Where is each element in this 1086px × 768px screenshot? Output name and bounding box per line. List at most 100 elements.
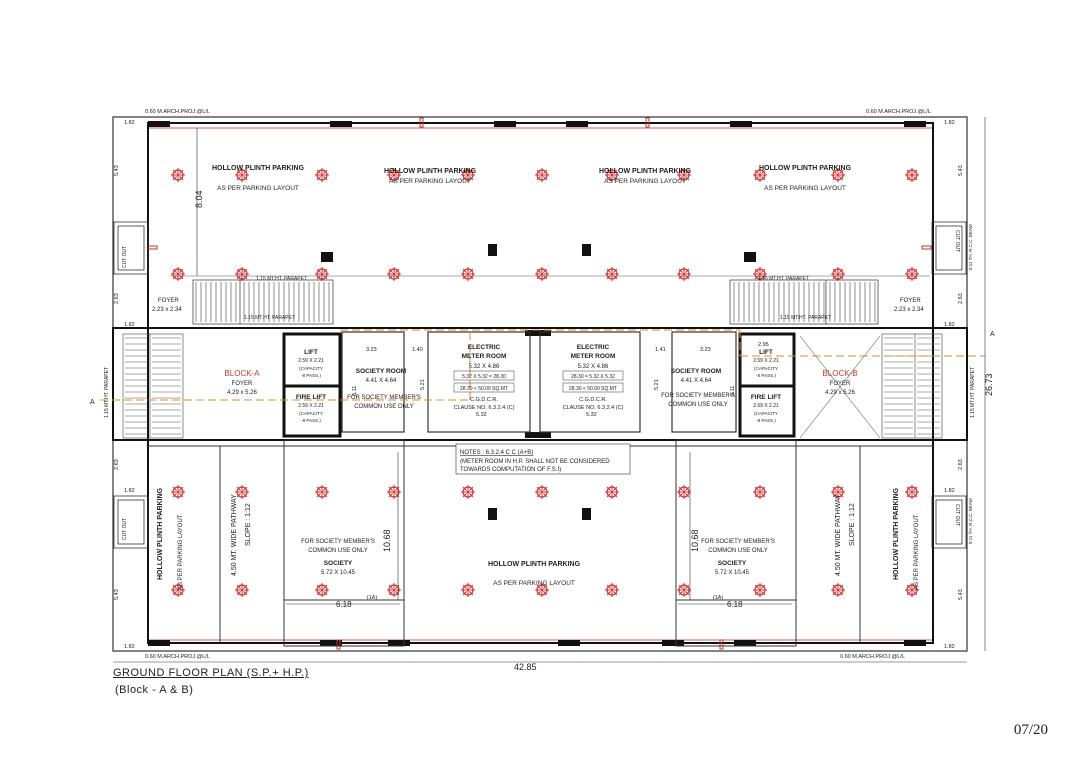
cutout-label: CUT OUT xyxy=(954,230,960,252)
column-marker xyxy=(171,485,185,499)
room-dim: 5.21 xyxy=(654,379,660,390)
edge-dim: 1.82 xyxy=(124,644,135,650)
parking-note: AS PER PARKING LAYOUT xyxy=(604,178,686,185)
room-dim: 5.21 xyxy=(420,379,426,390)
parking-note: AS PER PARKING LAYOUT xyxy=(493,580,575,587)
block-a-stair-treads xyxy=(125,337,181,435)
parapet-label: 1.15 MT.HT. PARAPET xyxy=(256,276,307,282)
meter-clause: CLAUSE NO. 6.3.2.4 (C) xyxy=(563,405,624,411)
column-marker xyxy=(831,485,845,499)
edge-dim: 1.82 xyxy=(124,120,135,126)
meter-rule: C.G.D.C.R. xyxy=(579,397,607,403)
block-b-cross xyxy=(799,335,881,439)
column-marker xyxy=(677,168,691,182)
column-marker xyxy=(535,168,549,182)
stair-treads-left xyxy=(195,282,330,322)
lift-size: 2.59 X 2.21 xyxy=(753,358,779,364)
lift-capacity: (CAPACITY xyxy=(299,366,323,371)
dimension-lines xyxy=(113,117,986,663)
block-a-label: BLOCK-A xyxy=(224,369,260,378)
edge-dim: 1.82 xyxy=(944,488,955,494)
room-dim: 5.32 xyxy=(476,412,487,418)
lift-label: LIFT xyxy=(304,349,318,356)
parking-label: HOLLOW PLINTH PARKING xyxy=(488,561,581,568)
column-marker xyxy=(753,485,767,499)
society-tag: (1A) xyxy=(367,595,378,601)
column-marker xyxy=(171,583,185,597)
lift-capacity: (CAPACITY xyxy=(754,366,778,371)
notes-box xyxy=(455,443,631,475)
column-marker xyxy=(905,267,919,281)
column-marker xyxy=(171,168,185,182)
society-room-label: SOCIETY ROOM xyxy=(356,368,406,375)
lift-pass: -8 PASS.) xyxy=(301,418,321,423)
column-marker xyxy=(171,267,185,281)
page-number: 07/20 xyxy=(1013,722,1048,738)
column-marker xyxy=(677,267,691,281)
society-room-label: SOCIETY ROOM xyxy=(671,368,721,375)
cutout-label: CUT OUT xyxy=(122,246,128,268)
column-marker xyxy=(315,168,329,182)
edge-dim: 5.43 xyxy=(958,589,964,600)
notes-line: (METER ROOM IN H.P. SHALL NOT BE CONSIDE… xyxy=(460,459,610,465)
society-room-use: FOR SOCIETY MEMBER'S xyxy=(661,393,735,399)
edge-dim: 1.82 xyxy=(124,488,135,494)
stair-left-upper xyxy=(192,279,334,325)
top-columns xyxy=(148,121,926,646)
column-marker xyxy=(905,583,919,597)
core-block xyxy=(112,327,968,441)
society-label: SOCIETY xyxy=(718,560,747,567)
edge-dim: 5.43 xyxy=(114,165,120,176)
column-marker xyxy=(535,485,549,499)
meter-room-label: ELECTRIC xyxy=(468,344,501,351)
calc-box xyxy=(453,370,515,381)
meter-room-label: ELECTRIC xyxy=(577,344,610,351)
society-room-size: 4.41 X 4.64 xyxy=(366,378,397,384)
fire-lift-label: FIRE LIFT xyxy=(296,394,326,401)
room-dim: 1.40 xyxy=(412,347,423,353)
society-room-use: COMMON USE ONLY xyxy=(354,404,414,410)
cut-outs xyxy=(113,221,967,549)
parking-columns xyxy=(171,168,919,597)
foyer-size: 2.23 x 2.34 xyxy=(894,307,924,313)
society-use: COMMON USE ONLY xyxy=(308,548,368,554)
column-marker xyxy=(461,485,475,499)
beam-label: 0.11 TH. R.C.C. BEAM xyxy=(968,224,973,270)
society-tag: (1A) xyxy=(713,595,724,601)
parapet-label: 1.15 MT.HT. PARAPET xyxy=(780,315,831,321)
parking-label: HOLLOW PLINTH PARKING xyxy=(759,165,852,172)
column-marker xyxy=(235,267,249,281)
cutout-label: CUT OUT xyxy=(122,518,128,540)
stair-treads-right xyxy=(733,282,876,322)
column-marker xyxy=(753,168,767,182)
drawing-title: GROUND FLOOR PLAN (S.P.+ H.P.) xyxy=(113,667,309,679)
core-room-walls xyxy=(282,332,796,438)
overall-depth-dim: 26.73 xyxy=(984,373,994,396)
column-marker xyxy=(461,168,475,182)
block-b-stair-treads xyxy=(884,337,940,435)
parking-label: HOLLOW PLINTH PARKING xyxy=(157,487,164,580)
parking-note: AS PER PARKING LAYOUT xyxy=(764,185,846,192)
column-marker xyxy=(831,583,845,597)
parapet-label: 1.15 MT.HT. PARAPET xyxy=(758,276,809,282)
edge-dim: 2.63 xyxy=(958,293,964,304)
column-marker xyxy=(605,583,619,597)
lift-size: 2.59 X 2.21 xyxy=(298,403,324,409)
column-marker xyxy=(235,168,249,182)
drawing-subtitle: (Block - A & B) xyxy=(115,684,194,696)
arch-proj-label: 0.60 M.ARCH.PROJ.@L/L xyxy=(145,654,210,660)
column-marker xyxy=(753,583,767,597)
arch-proj-label: 0.60 M.ARCH.PROJ.@L/L xyxy=(145,109,210,115)
room-dim: 3.23 xyxy=(700,347,711,353)
room-dim: 1.41 xyxy=(655,347,666,353)
lift-capacity: (CAPACITY xyxy=(754,411,778,416)
notes-head: NOTES : 6.3.2.4 C C (A+B) xyxy=(460,450,533,456)
meter-room-size: 5.32 X 4.86 xyxy=(578,364,609,370)
stair-right-upper xyxy=(729,279,879,325)
arch-proj-label: 0.60 M.ARCH.PROJ.@L/L xyxy=(866,109,931,115)
column-marker xyxy=(387,485,401,499)
society-size: 5.72 X 10.45 xyxy=(321,570,356,576)
society-depth-dim: 10.68 xyxy=(382,529,392,552)
lift-size: 2.59 X 2.21 xyxy=(753,403,779,409)
foyer-label: FOYER xyxy=(900,298,921,304)
